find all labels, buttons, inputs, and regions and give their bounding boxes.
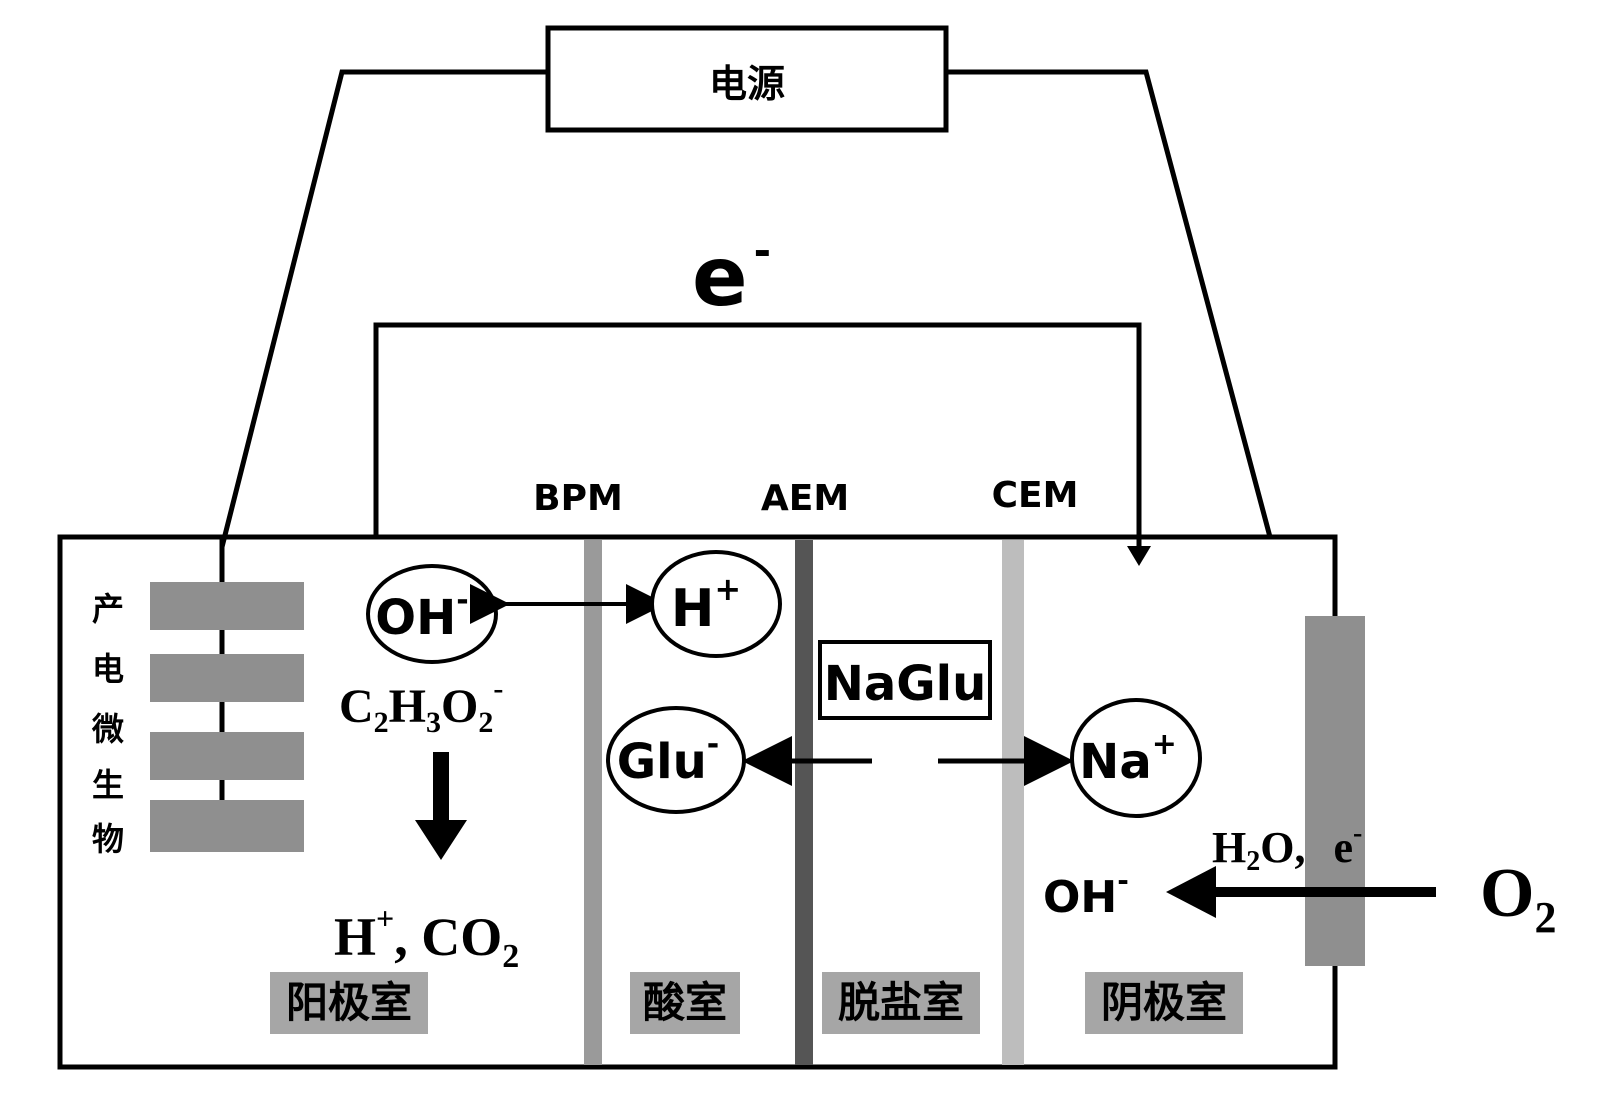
substrate-formula: C2H3O2- (339, 672, 503, 739)
electron-flow-arrowhead (1127, 546, 1151, 566)
na-ion-label: Na+ (1079, 727, 1177, 790)
bpm-label: BPM (533, 478, 623, 519)
microbe-label-char-4: 生 (92, 766, 124, 804)
acid-chamber-label: 酸室 (643, 978, 727, 1027)
cem-membrane (1002, 540, 1024, 1065)
microbe-label-char-3: 微 (91, 710, 124, 748)
cem-label: CEM (992, 475, 1079, 516)
microbe-bar-3 (150, 732, 304, 780)
cathode-reactants: H2O,e- (1212, 818, 1362, 877)
microbe-bar-2 (150, 654, 304, 702)
oh-ion-label: OH- (375, 583, 468, 646)
h-ion-label: H+ (671, 570, 741, 639)
cathode-chamber-label-bg (1085, 972, 1243, 1034)
cathode-electrode (1305, 616, 1365, 966)
external-circuit-wire (219, 69, 1273, 548)
aem-membrane (795, 540, 813, 1065)
cathode-product-oh: OH- (1043, 864, 1129, 923)
power-supply-label: 电源 (709, 62, 785, 106)
h-ion-circle (650, 550, 782, 658)
desalination-chamber-label: 脱盐室 (838, 978, 964, 1027)
cathode-chamber-label: 阴极室 (1101, 978, 1227, 1027)
bpm-membrane (584, 540, 602, 1065)
naglu-label: NaGlu (824, 656, 987, 712)
na-ion-circle (1070, 698, 1202, 818)
naglu-box (818, 640, 992, 720)
oxidation-down-arrow (415, 752, 467, 860)
anode-products: H+, CO2 (334, 900, 519, 975)
microbe-label-char-2: 电 (92, 650, 124, 688)
anode-chamber-label-bg (270, 972, 428, 1034)
power-supply-box (545, 25, 949, 133)
glu-ion-label: Glu- (617, 727, 719, 790)
desalination-chamber-label-bg (822, 972, 980, 1034)
acid-chamber-label-bg (630, 972, 740, 1034)
microbe-bar-1 (150, 582, 304, 630)
electron-label: e- (692, 226, 771, 325)
oxygen-label: O2 (1480, 855, 1556, 942)
anode-chamber-label: 阳极室 (286, 978, 412, 1027)
microbe-label-char-1: 产 (92, 590, 124, 628)
microbe-label: 产 电 微 生 物 (91, 590, 124, 858)
oxygen-reduction-arrowhead (1166, 866, 1216, 918)
microbe-label-char-5: 物 (92, 820, 124, 858)
aem-label: AEM (761, 478, 849, 519)
microbe-bar-4 (150, 800, 304, 852)
electron-flow-wire (373, 322, 1142, 560)
